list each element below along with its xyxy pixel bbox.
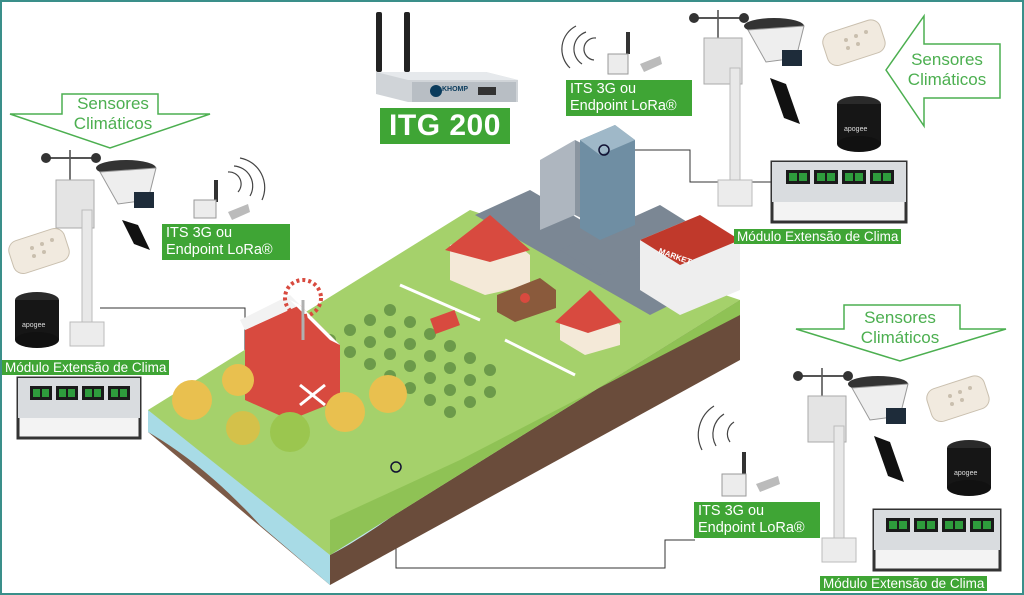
weather-station-bottom-right xyxy=(793,368,909,563)
radiation-sensor-bottom-right xyxy=(947,440,991,496)
temp-humidity-sensor-bottom-right xyxy=(926,375,990,423)
radiation-sensor-brand-left: apogee xyxy=(22,322,46,329)
weather-station-top-right xyxy=(689,10,805,207)
gateway-device xyxy=(376,12,518,102)
radiation-sensor-left xyxy=(15,292,59,348)
climate-module-bottom-right xyxy=(872,508,1002,572)
gateway-brand: KHOMP xyxy=(442,86,469,93)
module-label-bottom-right: Módulo Extensão de Clima xyxy=(820,576,988,591)
endpoint-device-top xyxy=(561,25,662,75)
sensor-arrow-bottom-right xyxy=(795,304,1007,362)
sensor-arrow-top-right xyxy=(885,13,1001,129)
radiation-sensor-brand-bottom-right: apogee xyxy=(954,470,978,477)
weather-station-left xyxy=(41,150,157,347)
module-label-top-right: Módulo Extensão de Clima xyxy=(734,229,902,244)
temp-humidity-sensor-left xyxy=(8,227,70,275)
gateway-label: ITG 200 xyxy=(380,108,510,144)
radiation-sensor-brand-top-right: apogee xyxy=(844,126,868,133)
radiation-sensor-top-right xyxy=(837,96,881,152)
endpoint-device-bottom xyxy=(697,405,780,497)
endpoint-device-left xyxy=(193,157,266,220)
climate-module-left xyxy=(16,376,142,440)
climate-module-top-right xyxy=(770,160,908,224)
module-label-left: Módulo Extensão de Clima xyxy=(2,360,170,375)
sensor-arrow-left xyxy=(9,93,211,149)
temp-humidity-sensor-top-right xyxy=(822,19,886,67)
